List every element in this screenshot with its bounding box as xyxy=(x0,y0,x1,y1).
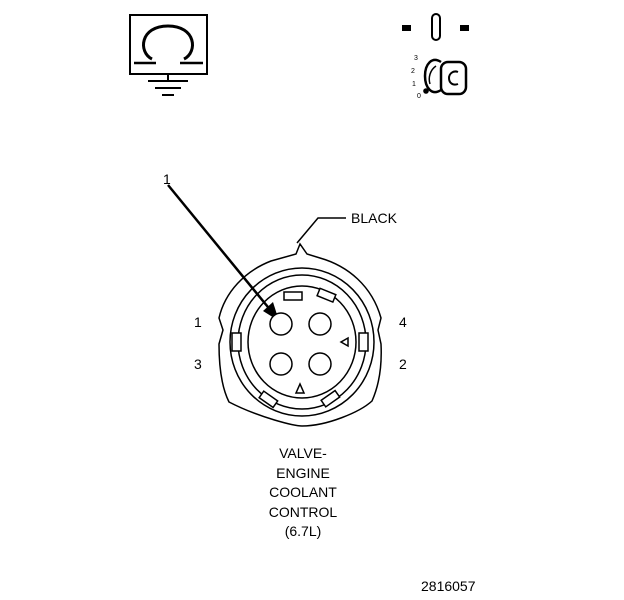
component-name-line: CONTROL xyxy=(268,503,338,520)
ignition-position-0: 0 xyxy=(417,93,421,100)
connector-body xyxy=(218,242,382,427)
component-name-line: ENGINE xyxy=(276,464,330,481)
ignition-position-3: 3 xyxy=(414,55,418,62)
callout-leader-arrow xyxy=(167,184,279,321)
component-name: VALVE- ENGINE COOLANT CONTROL (6.7L) xyxy=(240,444,366,542)
ohmmeter-ground-icon xyxy=(129,14,208,96)
figure-number: 2816057 xyxy=(421,578,476,594)
ignition-key-off-icon xyxy=(402,13,469,96)
terminal-2 xyxy=(308,352,332,376)
pin-label-2: 2 xyxy=(399,356,407,372)
pin-label-3: 3 xyxy=(194,356,202,372)
component-name-line: VALVE- xyxy=(279,445,327,461)
terminal-4 xyxy=(308,312,332,336)
callout-number: 1 xyxy=(163,171,171,187)
wire-color-leader xyxy=(296,217,346,244)
ignition-position-1: 1 xyxy=(412,81,416,88)
pin-label-1: 1 xyxy=(194,314,202,330)
connector-lock-tabs xyxy=(231,287,369,409)
terminal-3 xyxy=(269,352,293,376)
component-name-line: (6.7L) xyxy=(284,523,322,539)
component-name-line: COOLANT xyxy=(269,484,337,500)
connector-key-notches xyxy=(294,336,349,394)
connector-terminals xyxy=(269,312,332,376)
ignition-position-2: 2 xyxy=(411,68,415,75)
pin-label-4: 4 xyxy=(399,314,407,330)
wire-color-label: BLACK xyxy=(351,210,397,226)
terminal-1 xyxy=(269,312,293,336)
